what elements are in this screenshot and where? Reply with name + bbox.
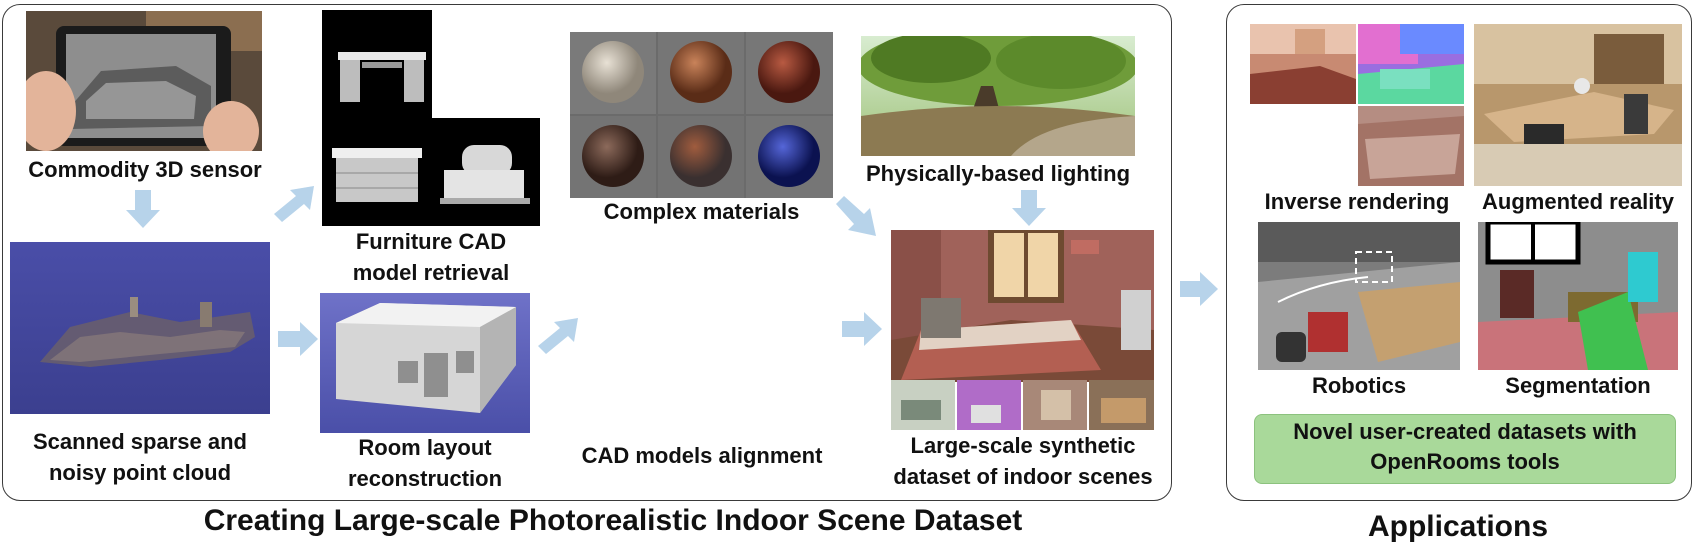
arrow-sensor-to-scan	[126, 190, 160, 228]
point-cloud-label: Scanned sparse and noisy point cloud	[10, 426, 270, 488]
novel-datasets-box: Novel user-created datasets with OpenRoo…	[1254, 414, 1676, 484]
robotics-image	[1258, 222, 1460, 370]
synthetic-label-line2: dataset of indoor scenes	[893, 464, 1153, 489]
furniture-cad-image	[322, 10, 540, 226]
augmented-reality-image	[1474, 24, 1682, 186]
alignment-label: CAD models alignment	[581, 443, 823, 468]
synthetic-label: Large-scale synthetic dataset of indoor …	[870, 430, 1176, 492]
augmented-reality-label: Augmented reality	[1482, 189, 1674, 214]
inverse-rendering-image	[1250, 24, 1464, 186]
inverse-rendering-label: Inverse rendering	[1264, 189, 1450, 214]
dataset-creation-title: Creating Large-scale Photorealistic Indo…	[203, 504, 1023, 537]
room-layout-label-line2: reconstruction	[347, 466, 503, 491]
synthetic-scene-image	[891, 230, 1154, 382]
cad-label: Furniture CAD model retrieval	[322, 226, 540, 288]
cad-label-line2: model retrieval	[352, 260, 510, 285]
novel-datasets-line2: OpenRooms tools	[1370, 449, 1560, 474]
novel-datasets-line1: Novel user-created datasets with	[1293, 419, 1637, 444]
segmentation-label: Segmentation	[1505, 373, 1651, 398]
synthetic-label-line1: Large-scale synthetic	[910, 433, 1136, 458]
point-cloud-label-line1: Scanned sparse and	[33, 429, 247, 454]
room-layout-label-line1: Room layout	[358, 435, 492, 460]
room-layout-label: Room layout reconstruction	[306, 432, 544, 494]
sensor-label: Commodity 3D sensor	[28, 157, 262, 182]
room-layout-image	[320, 293, 530, 433]
cad-label-line1: Furniture CAD	[355, 229, 507, 254]
robotics-label: Robotics	[1311, 373, 1407, 398]
point-cloud-image	[10, 242, 270, 414]
arrow-layout-to-alignment	[538, 318, 578, 354]
arrow-materials-to-dataset	[836, 196, 876, 236]
arrow-to-applications	[1180, 272, 1218, 306]
materials-label: Complex materials	[603, 199, 800, 224]
sensor-image	[26, 11, 262, 151]
applications-title: Applications	[1367, 510, 1548, 543]
point-cloud-label-line2: noisy point cloud	[48, 460, 232, 485]
synthetic-strip-image	[891, 380, 1154, 430]
arrow-alignment-to-dataset	[842, 312, 882, 346]
lighting-label: Physically-based lighting	[865, 161, 1131, 186]
arrow-lighting-to-dataset	[1012, 190, 1046, 226]
segmentation-image	[1478, 222, 1678, 370]
lighting-panorama	[861, 36, 1135, 156]
arrow-sensor-to-cad	[274, 186, 314, 222]
arrow-scan-to-layout	[278, 322, 318, 356]
materials-grid	[570, 32, 833, 198]
